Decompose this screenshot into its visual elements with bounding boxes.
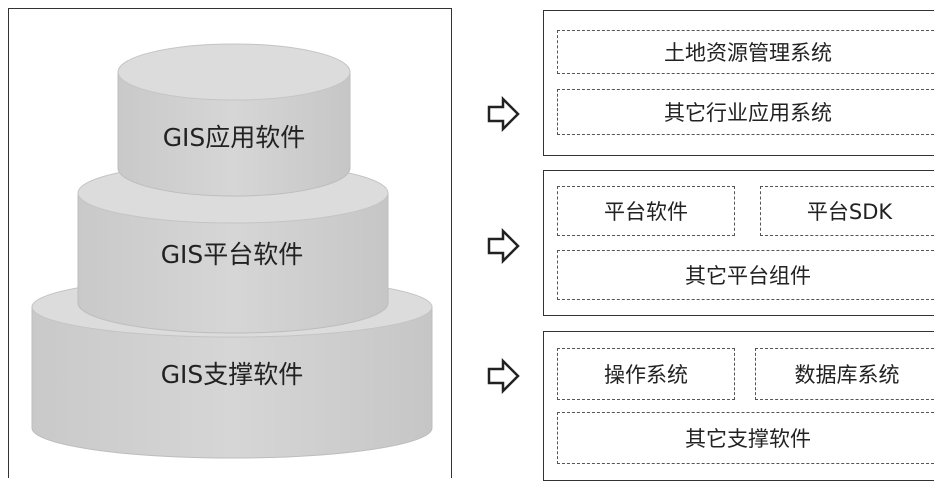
tier-label-application: GIS应用软件 bbox=[162, 123, 306, 152]
other-platform-components-box: 其它平台组件 bbox=[557, 250, 934, 300]
tier-label-support: GIS支撑软件 bbox=[160, 360, 304, 389]
software-layers-panel bbox=[8, 8, 452, 478]
other-industry-system-box: 其它行业应用系统 bbox=[557, 89, 934, 135]
other-support-software-box: 其它支撑软件 bbox=[557, 412, 934, 464]
land-resource-system-box: 土地资源管理系统 bbox=[557, 30, 934, 74]
application-systems-group: 土地资源管理系统 其它行业应用系统 bbox=[543, 10, 934, 156]
application-software-tier bbox=[117, 43, 351, 197]
platform-components-group: 平台软件 平台SDK 其它平台组件 bbox=[543, 170, 934, 316]
hollow-right-arrow-icon bbox=[487, 96, 520, 132]
tier-label-platform: GIS平台软件 bbox=[160, 240, 304, 269]
hollow-right-arrow-icon bbox=[487, 358, 520, 394]
operating-system-box: 操作系统 bbox=[557, 348, 735, 400]
layered-cake-diagram bbox=[31, 43, 433, 459]
hollow-right-arrow-icon bbox=[487, 228, 520, 264]
platform-software-box: 平台软件 bbox=[557, 186, 735, 236]
support-components-group: 操作系统 数据库系统 其它支撑软件 bbox=[543, 331, 934, 481]
platform-sdk-box: 平台SDK bbox=[760, 186, 934, 236]
database-system-box: 数据库系统 bbox=[755, 348, 934, 400]
